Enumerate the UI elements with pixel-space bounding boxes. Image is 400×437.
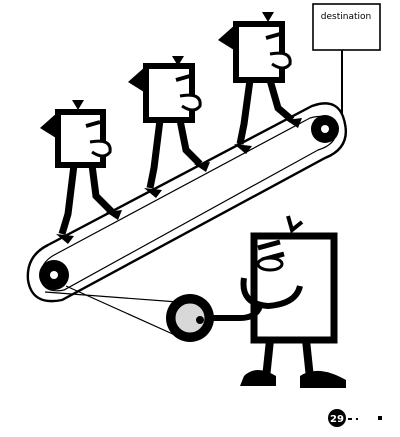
destination-label: destination xyxy=(321,12,371,22)
rider-figure-1 xyxy=(40,100,122,244)
crank-wheel xyxy=(166,294,214,342)
conveyor-belt xyxy=(26,102,347,341)
rider-figure-2 xyxy=(128,56,210,198)
page-number: 29 xyxy=(330,414,344,425)
destination-sign: destination xyxy=(312,3,381,118)
rider-figure-3 xyxy=(218,12,302,154)
page-number-badge: 29 xyxy=(328,409,382,427)
operator-figure xyxy=(206,215,346,388)
